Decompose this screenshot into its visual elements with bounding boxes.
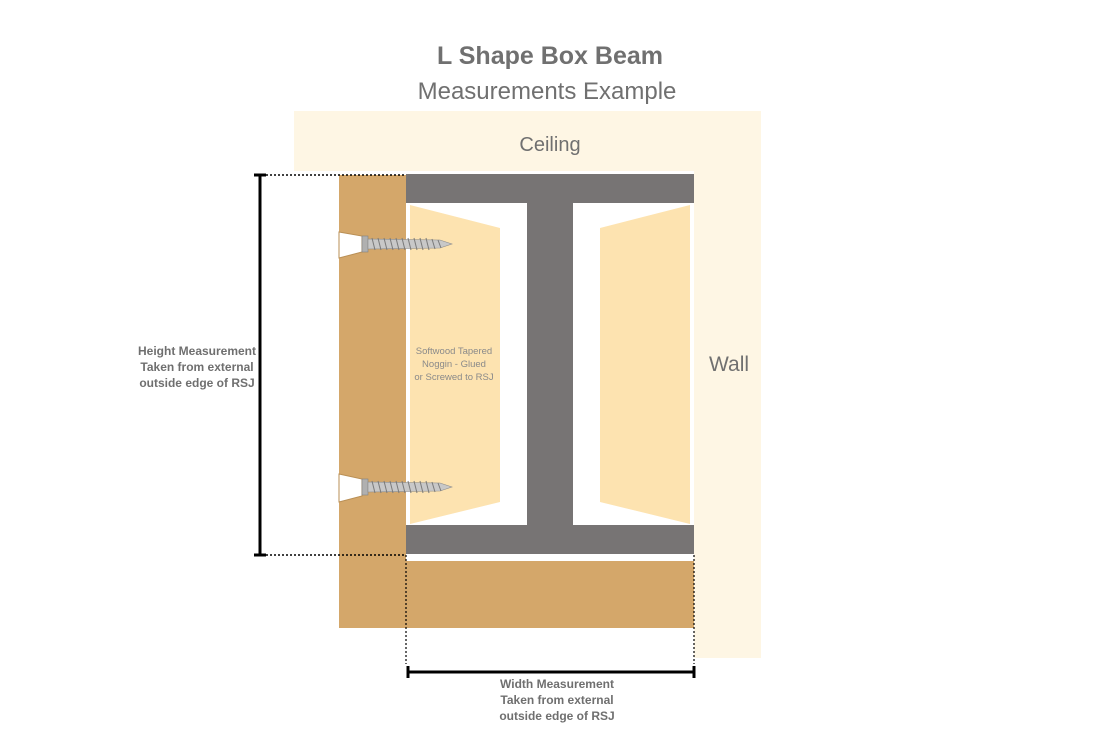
screw-countersink-bottom [338, 473, 363, 503]
right-noggin [600, 205, 690, 524]
ceiling-area [294, 111, 761, 171]
wall-area [694, 111, 761, 658]
diagram-subtitle: Measurements Example [418, 78, 677, 105]
diagram-title: L Shape Box Beam [437, 42, 663, 70]
screw-top-icon [361, 235, 453, 253]
width-measurement-label: Width Measurement Taken from external ou… [499, 677, 615, 723]
rsj-beam [406, 174, 694, 554]
noggin-label: Softwood Tapered Noggin - Glued or Screw… [414, 346, 494, 383]
left-noggin [410, 205, 500, 524]
wall-label: Wall [709, 353, 749, 376]
rsj-web [527, 203, 573, 525]
height-measurement-label: Height Measurement Taken from external o… [137, 344, 257, 390]
ceiling-label: Ceiling [519, 134, 580, 156]
height-measurement-line [254, 173, 406, 557]
bottom-board [406, 561, 694, 628]
rsj-bottom-flange [406, 525, 694, 554]
rsj-top-flange [406, 174, 694, 203]
width-measurement-line [405, 555, 696, 678]
screw-bottom-icon [361, 478, 453, 496]
